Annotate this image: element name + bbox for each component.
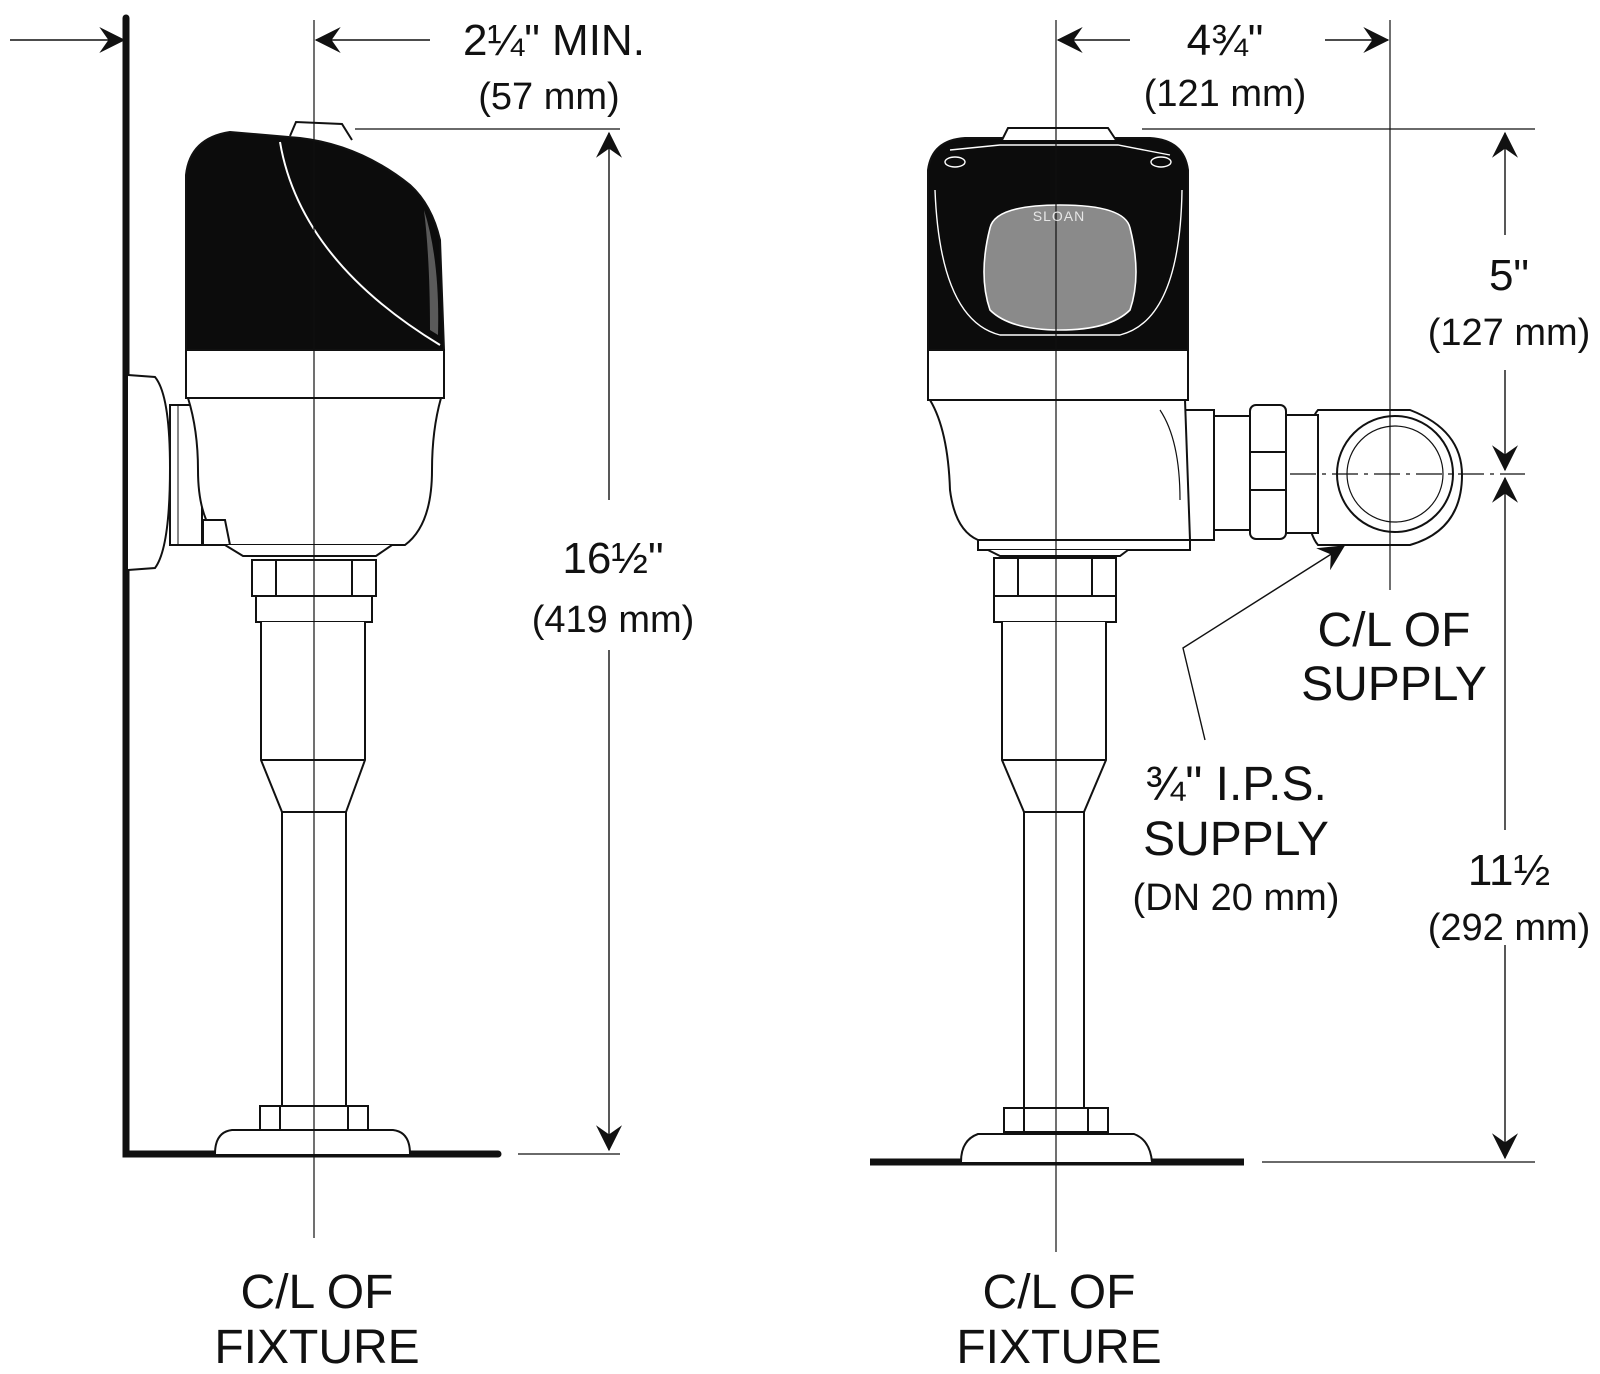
brand-logo: SLOAN — [1033, 208, 1085, 224]
side-view — [10, 14, 622, 1238]
side-cl-label-line1: C/L OF — [241, 1266, 394, 1319]
dim-wall-cl-mm: (57 mm) — [478, 76, 619, 118]
front-cl-label-line2: FIXTURE — [956, 1321, 1161, 1374]
spud-flange — [214, 1129, 411, 1155]
dim-11-inch: 11½ — [1468, 846, 1550, 895]
sensor-cover-side — [185, 130, 446, 351]
override-button-side — [289, 120, 353, 141]
coupling-nut-front — [993, 557, 1117, 597]
supply-cl-label-line1: C/L OF — [1318, 604, 1471, 657]
front-cl-label-line1: C/L OF — [983, 1266, 1136, 1319]
front-view — [870, 20, 1535, 1252]
supply-spec-line2: SUPPLY — [1143, 813, 1329, 866]
supply-cl-label-line2: SUPPLY — [1301, 658, 1487, 711]
wall-flange — [127, 374, 172, 571]
override-button-front — [1001, 127, 1117, 141]
sensor-lens — [983, 204, 1137, 331]
dim-cl-supply-inch: 4¾" — [1187, 16, 1264, 65]
dim-5-mm: (127 mm) — [1428, 312, 1591, 354]
body-collar — [185, 349, 445, 399]
body-collar-front — [927, 349, 1189, 401]
supply-spec-line3: (DN 20 mm) — [1133, 877, 1340, 919]
supply-spec-line1: ¾" I.P.S. — [1145, 758, 1327, 811]
union-nut — [1249, 404, 1287, 540]
tailpiece — [260, 622, 366, 1107]
dim-11-mm: (292 mm) — [1428, 907, 1591, 949]
valve-body-front — [928, 399, 1192, 541]
dim-wall-cl-inch: 2¼" MIN. — [463, 16, 645, 65]
dim-cl-supply-mm: (121 mm) — [1144, 73, 1307, 115]
dim-5-inch: 5" — [1489, 251, 1529, 300]
tailpiece-front — [1001, 622, 1107, 1109]
supply-leader — [1182, 545, 1346, 741]
side-cl-label-line2: FIXTURE — [214, 1321, 419, 1374]
dim-total-inch: 16½" — [562, 534, 663, 583]
dim-total-mm: (419 mm) — [532, 599, 695, 641]
